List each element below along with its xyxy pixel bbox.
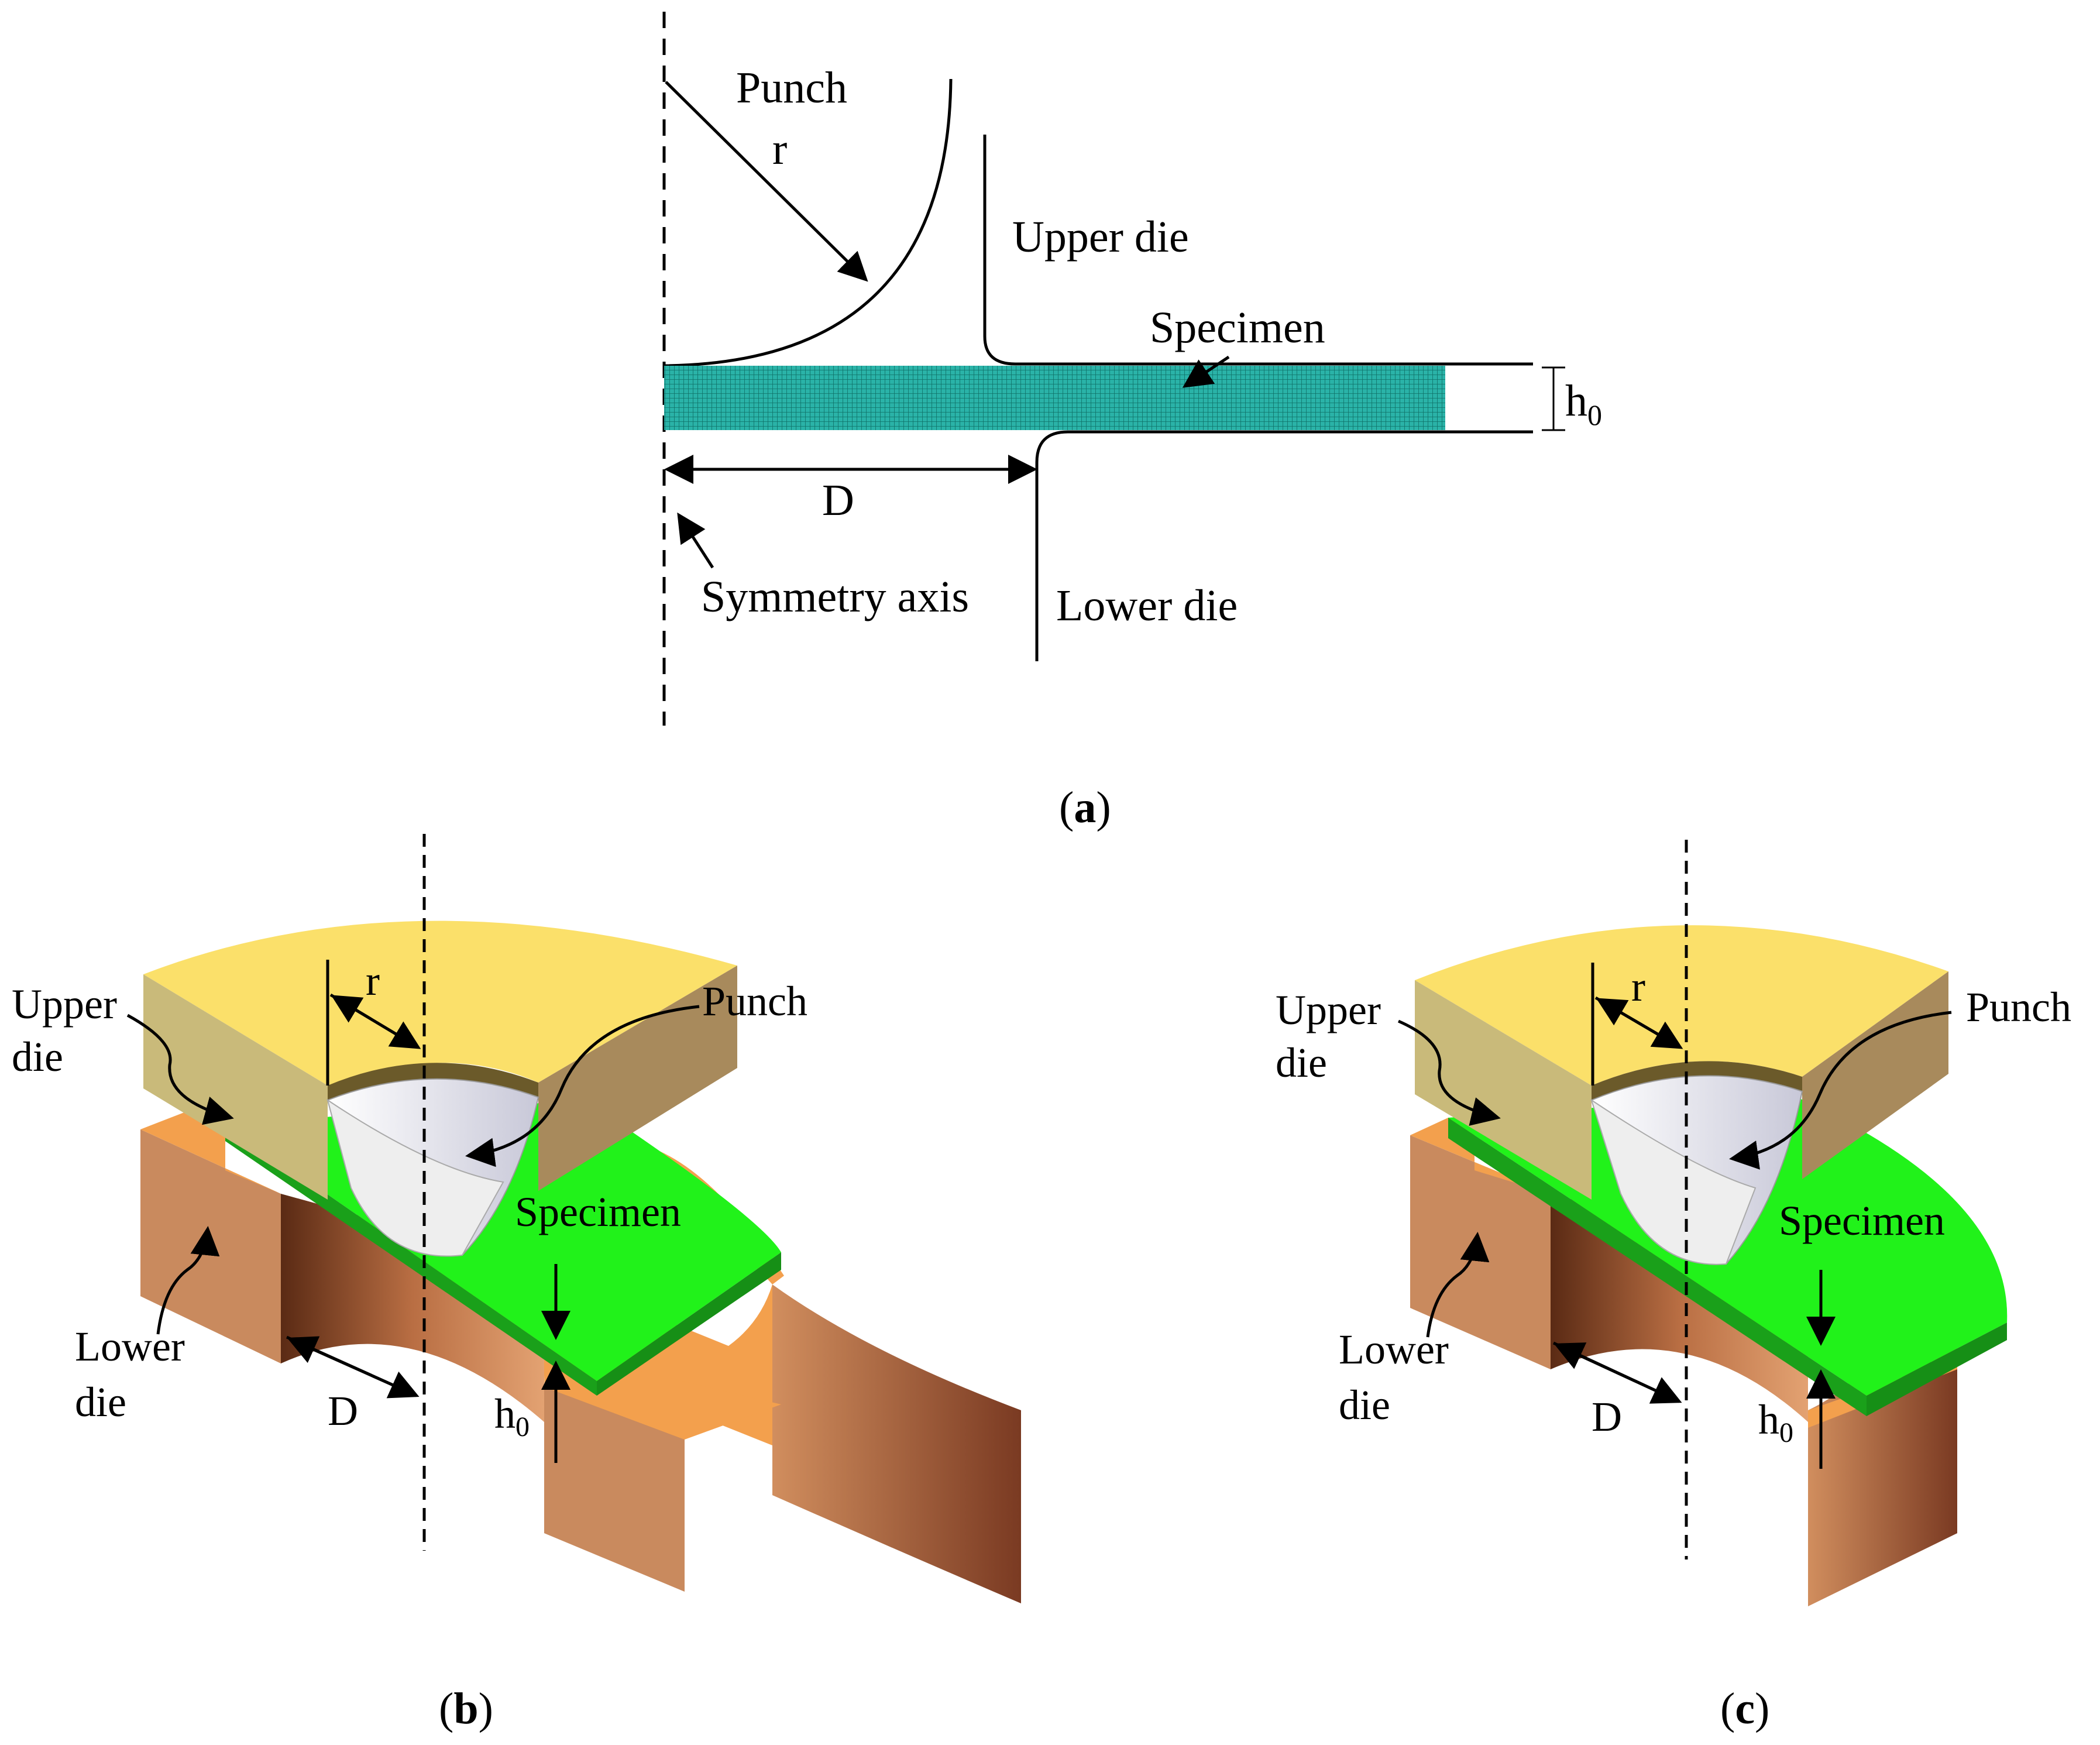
punch-label: Punch (1966, 984, 2071, 1030)
lower-die-block-right (544, 1387, 685, 1592)
lower-die-leader (1426, 1232, 1490, 1338)
punch-cut-face (326, 1098, 504, 1257)
d-label: D (1592, 1393, 1622, 1440)
upper-die-label-line1: Upper (12, 981, 117, 1028)
lower-die-label: Lower die (1056, 581, 1238, 630)
punch-leader (1729, 1011, 1952, 1170)
d-label: D (822, 476, 854, 525)
lower-die-label-line2: die (1339, 1382, 1390, 1428)
upper-die-leader (1397, 1019, 1501, 1126)
panel-c-caption: (c) (1720, 1684, 1769, 1733)
lower-die-block-left-top (1410, 1118, 1551, 1194)
d-arrow-back (287, 1336, 418, 1397)
panel-a-caption: (a) (1059, 783, 1111, 832)
punch-label: Punch (702, 978, 807, 1025)
specimen-label: Specimen (1150, 303, 1325, 352)
lower-die-outer-side (772, 1284, 1021, 1603)
specimen-leader-arrow (1182, 355, 1230, 388)
upper-die-right (538, 966, 737, 1191)
radius-arrow-back (1596, 998, 1682, 1049)
specimen-mesh (664, 366, 1445, 430)
upper-die-front (143, 974, 328, 1200)
h0-label: h0 (494, 1390, 530, 1442)
upper-die-profile (983, 135, 1533, 366)
lower-die-label-line2: die (75, 1379, 126, 1425)
upper-die-label-line1: Upper (1276, 987, 1381, 1033)
radius-arrow-back (331, 995, 420, 1049)
upper-die-label: Upper die (1012, 212, 1189, 262)
upper-die-bore-rim (328, 1063, 538, 1100)
specimen-front (1867, 1323, 2007, 1416)
upper-die-top (1415, 925, 1948, 1086)
upper-die-leader (126, 1014, 234, 1125)
specimen-front (597, 1252, 781, 1396)
h0-label: h0 (1565, 376, 1602, 431)
lower-die-label-line1: Lower (75, 1323, 185, 1370)
specimen-label: Specimen (515, 1188, 681, 1235)
specimen-label: Specimen (1779, 1197, 1945, 1244)
d-arrow-back (1553, 1342, 1680, 1403)
upper-die-front (1415, 980, 1592, 1200)
radius-label: r (1631, 963, 1645, 1010)
h0-subscript: 0 (1779, 1417, 1793, 1448)
panel-b: Upper die r Punch Specimen Lower die D h… (12, 834, 1021, 1733)
h0-subscript: 0 (1587, 399, 1602, 431)
lower-die-front-block (1808, 1372, 1957, 1606)
panel-b-caption: (b) (439, 1684, 493, 1733)
panel-a: Punch r Upper die Specimen h0 D Symmetry… (662, 12, 1602, 832)
upper-die-bore-rim (1592, 1061, 1802, 1100)
specimen-side (1448, 1118, 1867, 1416)
lower-die-leader (156, 1226, 220, 1335)
lower-die-block-left-top (140, 1109, 281, 1194)
panel-c: Upper die r Punch Specimen Lower die D h… (1276, 840, 2071, 1733)
upper-die-right (1802, 971, 1948, 1179)
upper-die-label-line2: die (1276, 1039, 1327, 1086)
h0-subscript: 0 (515, 1411, 530, 1442)
lower-die-label-line1: Lower (1339, 1326, 1449, 1373)
symmetry-axis-label: Symmetry axis (701, 572, 969, 621)
radius-label: r (366, 957, 380, 1004)
radius-label: r (772, 125, 787, 174)
radius-arrow (665, 81, 868, 282)
punch-leader (465, 1005, 700, 1167)
punch-label: Punch (736, 63, 847, 112)
punch-cut-face (1590, 1098, 1757, 1265)
d-label: D (328, 1387, 358, 1434)
upper-die-label-line2: die (12, 1033, 63, 1080)
h0-label: h0 (1758, 1396, 1793, 1448)
punch-profile (664, 78, 953, 367)
symmetry-axis-leader-arrow (677, 512, 714, 569)
upper-die-top (143, 920, 737, 1086)
